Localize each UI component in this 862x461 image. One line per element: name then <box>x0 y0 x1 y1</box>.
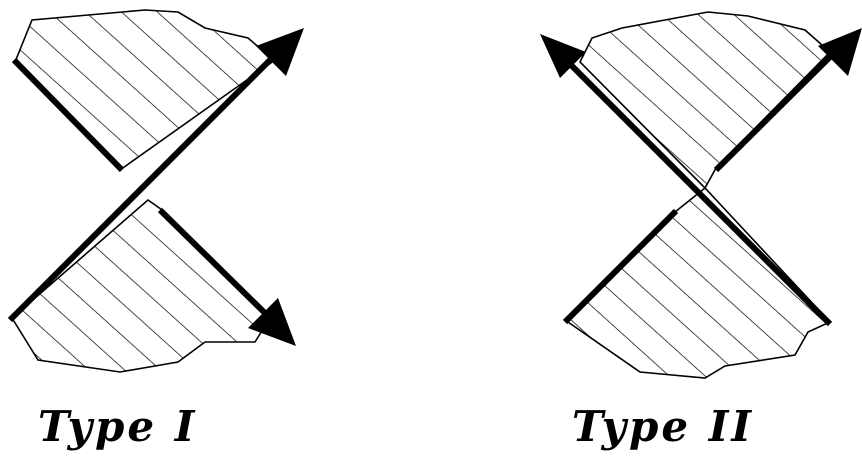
type-1-lower-hatched-region <box>10 198 272 373</box>
type-1-over-strand <box>7 52 278 323</box>
type-2-over-strand <box>563 57 833 327</box>
type-1-under-strand-lower <box>157 207 273 321</box>
type-2-upper-hatched-region <box>579 11 832 190</box>
type-1-over-strand-arrowhead <box>256 28 304 76</box>
type-2-crossing <box>540 11 862 379</box>
type-1-under-strand-upper <box>11 57 125 173</box>
type-2-under-strand-lower <box>562 208 679 325</box>
type-2-lower-hatched-region <box>566 186 832 379</box>
type-2-over-strand-arrowhead <box>540 34 586 78</box>
type-2-under-strand-arrowhead <box>818 28 862 76</box>
type-1-crossing <box>7 9 304 373</box>
type-2-under-strand-upper <box>713 49 838 173</box>
type-2-label: Type II <box>572 402 755 451</box>
type-1-label: Type I <box>38 402 198 451</box>
type-1-upper-hatched-region <box>14 9 277 172</box>
type-1-under-strand-arrowhead <box>248 298 296 346</box>
